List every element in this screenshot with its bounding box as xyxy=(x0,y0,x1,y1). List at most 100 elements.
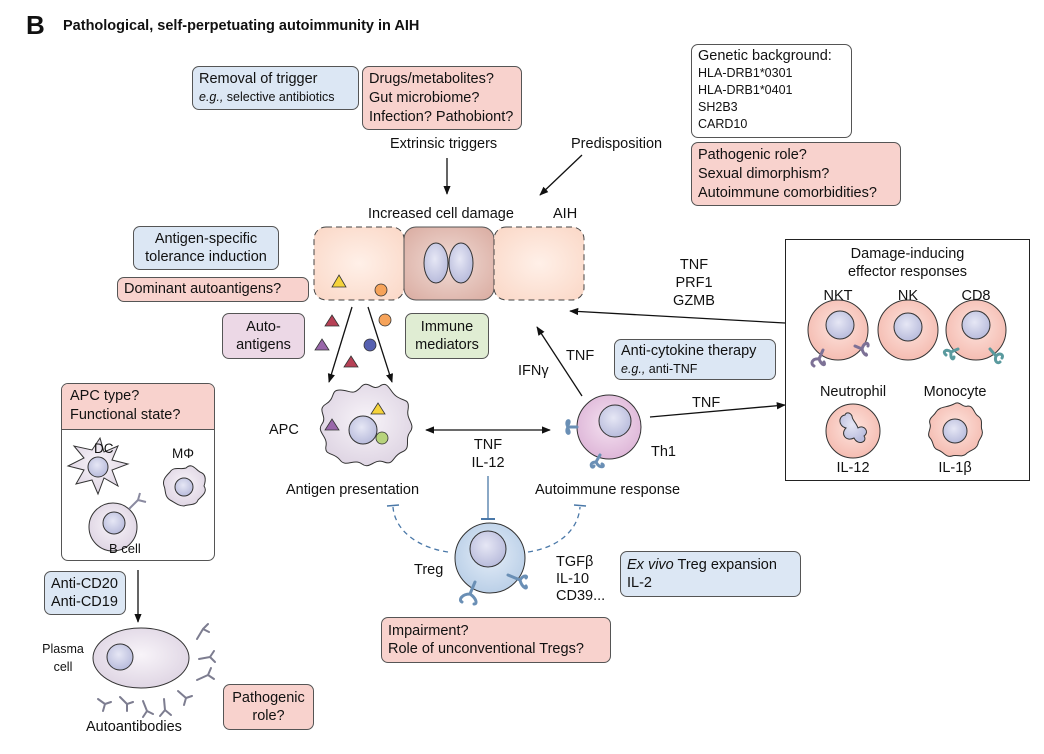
treg-mediators: TGFβ IL-10 CD39... xyxy=(556,554,605,605)
hepatocyte-left xyxy=(313,226,405,301)
trigger-questions-box: Drugs/metabolites? Gut microbiome? Infec… xyxy=(362,66,522,130)
predisposition-label: Predisposition xyxy=(571,136,663,152)
question-comorbidities: Autoimmune comorbidities? xyxy=(698,185,877,201)
th1-label: Th1 xyxy=(651,444,676,460)
plasma-cell-icon xyxy=(92,627,190,689)
macrophage-cell-icon xyxy=(163,465,206,507)
nucleus-icon xyxy=(448,242,474,284)
pathogenic-role-box: Pathogenic role? xyxy=(223,684,314,730)
cd8-label: CD8 xyxy=(961,288,991,304)
inhibit-bar xyxy=(386,504,400,507)
inhibit-bar xyxy=(573,504,587,507)
ifng-label: IFNγ xyxy=(518,363,549,379)
mediator-tgfb: TGFβ xyxy=(556,554,594,570)
predisposition-questions-box: Pathogenic role? Sexual dimorphism? Auto… xyxy=(691,142,901,206)
question-impairment: Impairment? xyxy=(388,623,469,639)
mediators-line2: mediators xyxy=(415,337,479,353)
antigen-presentation-label: Antigen presentation xyxy=(286,482,420,498)
tnf-to-liver-label: TNF xyxy=(566,348,595,364)
nucleus-icon xyxy=(598,404,632,438)
nucleus-icon xyxy=(106,643,134,671)
plasma-label-line2: cell xyxy=(53,660,73,674)
dc-cell-icon xyxy=(66,436,130,496)
treg-label: Treg xyxy=(414,562,444,578)
cytokine-prf1: PRF1 xyxy=(675,275,713,291)
question-sexual-dimorphism: Sexual dimorphism? xyxy=(698,166,830,182)
effector-title-line1: Damage-inducing xyxy=(850,246,965,262)
monocyte-cell-icon xyxy=(928,402,983,457)
tnf-to-effectors-label: TNF xyxy=(692,395,721,411)
effector-cytokines-label: TNF PRF1 GZMB xyxy=(668,256,720,310)
macrophage-label: MΦ xyxy=(172,446,195,461)
effector-responses-box xyxy=(785,239,1030,481)
anti-cd20-cd19-box: Anti-CD20 Anti-CD19 xyxy=(44,571,126,615)
pathogenic-line1: Pathogenic xyxy=(232,690,305,706)
anti-cd20-text: Anti-CD20 xyxy=(51,576,118,592)
therapy-line2: anti-TNF xyxy=(645,362,698,376)
autoimmune-response-label: Autoimmune response xyxy=(535,482,681,498)
effector-box-title: Damage-inducing effector responses xyxy=(785,245,1030,281)
eg-italic: e.g., xyxy=(199,90,224,104)
cytokine-il12: IL-12 xyxy=(471,455,505,471)
il12-label: IL-12 xyxy=(836,460,870,476)
tolerance-line1: Antigen-specific xyxy=(154,231,258,247)
autoantibodies-label: Autoantibodies xyxy=(86,719,182,735)
antigen-circle-orange xyxy=(374,283,388,297)
dominant-autoantigens-box: Dominant autoantigens? xyxy=(117,277,309,302)
monocyte-label: Monocyte xyxy=(923,384,987,400)
question-drugs: Drugs/metabolites? xyxy=(369,71,494,87)
question-infection: Infection? Pathobiont? xyxy=(369,109,514,125)
antigen-triangle-purple xyxy=(324,418,340,431)
question-apc-type: APC type? xyxy=(70,388,140,404)
question-pathogenic: Pathogenic role? xyxy=(698,147,807,163)
antigen-circle-blue xyxy=(363,338,377,352)
arrow-predisposition-to-liver xyxy=(539,154,583,196)
bcell-label: B cell xyxy=(109,541,141,556)
gene-item: HLA-DRB1*0401 xyxy=(698,83,793,97)
tolerance-induction-box: Antigen-specific tolerance induction xyxy=(133,226,279,270)
pathogenic-line2: role? xyxy=(252,708,285,724)
neutrophil-cell-icon xyxy=(825,403,881,459)
gene-item: CARD10 xyxy=(698,117,748,131)
mediator-il10: IL-10 xyxy=(556,571,590,587)
question-functional-state: Functional state? xyxy=(70,407,181,423)
gene-item: SH2B3 xyxy=(698,100,738,114)
immune-mediators-box: Immune mediators xyxy=(405,313,489,359)
antigen-triangle-yellow xyxy=(370,402,386,415)
mediators-line1: Immune xyxy=(420,319,474,335)
effector-title-line2: effector responses xyxy=(847,264,968,280)
ex-vivo-italic: Ex vivo xyxy=(627,557,674,573)
apc-questions-header: APC type? Functional state? xyxy=(62,384,214,430)
nucleus-icon xyxy=(348,415,378,445)
autoantigens-line1: Auto- xyxy=(246,319,281,335)
question-microbiome: Gut microbiome? xyxy=(369,90,480,106)
autoantigens-box: Auto- antigens xyxy=(222,313,305,359)
dc-label: DC xyxy=(94,441,114,456)
antigen-triangle-yellow xyxy=(331,274,347,288)
gene-item: HLA-DRB1*0301 xyxy=(698,66,793,80)
arrow-liver-to-apc xyxy=(327,306,353,383)
cytokine-tnf: TNF xyxy=(679,257,709,273)
panel-letter: B xyxy=(26,10,45,40)
tolerance-line2: tolerance induction xyxy=(145,249,267,265)
removal-line1: Removal of trigger xyxy=(199,71,318,87)
treg-expansion-box: Ex vivo Treg expansion IL-2 xyxy=(620,551,801,597)
autoantibody-icons xyxy=(97,623,216,718)
plasma-label-line1: Plasma xyxy=(42,642,84,656)
cytokine-gzmb: GZMB xyxy=(673,293,715,309)
anti-cytokine-therapy-box: Anti-cytokine therapy e.g., anti-TNF xyxy=(614,339,776,380)
plasma-cell-label: Plasma cell xyxy=(38,640,88,676)
aih-label: AIH xyxy=(553,206,578,222)
genetic-heading: Genetic background: xyxy=(698,48,832,64)
nk-cell-icon xyxy=(877,299,939,361)
mediator-cd39: CD39... xyxy=(556,588,606,604)
nkt-label: NKT xyxy=(823,288,853,304)
tcr-receptor-icon xyxy=(565,419,605,469)
treg-questions-box: Impairment? Role of unconventional Tregs… xyxy=(381,617,611,663)
therapy-line1: Anti-cytokine therapy xyxy=(621,343,757,359)
arrow-th1-to-effectors xyxy=(649,402,786,418)
increased-cell-damage-label: Increased cell damage xyxy=(368,206,514,222)
dominant-autoantigens-text: Dominant autoantigens? xyxy=(124,281,282,297)
apc-th1-cytokines: TNF IL-12 xyxy=(462,436,514,472)
antigen-triangle-red xyxy=(324,314,340,327)
